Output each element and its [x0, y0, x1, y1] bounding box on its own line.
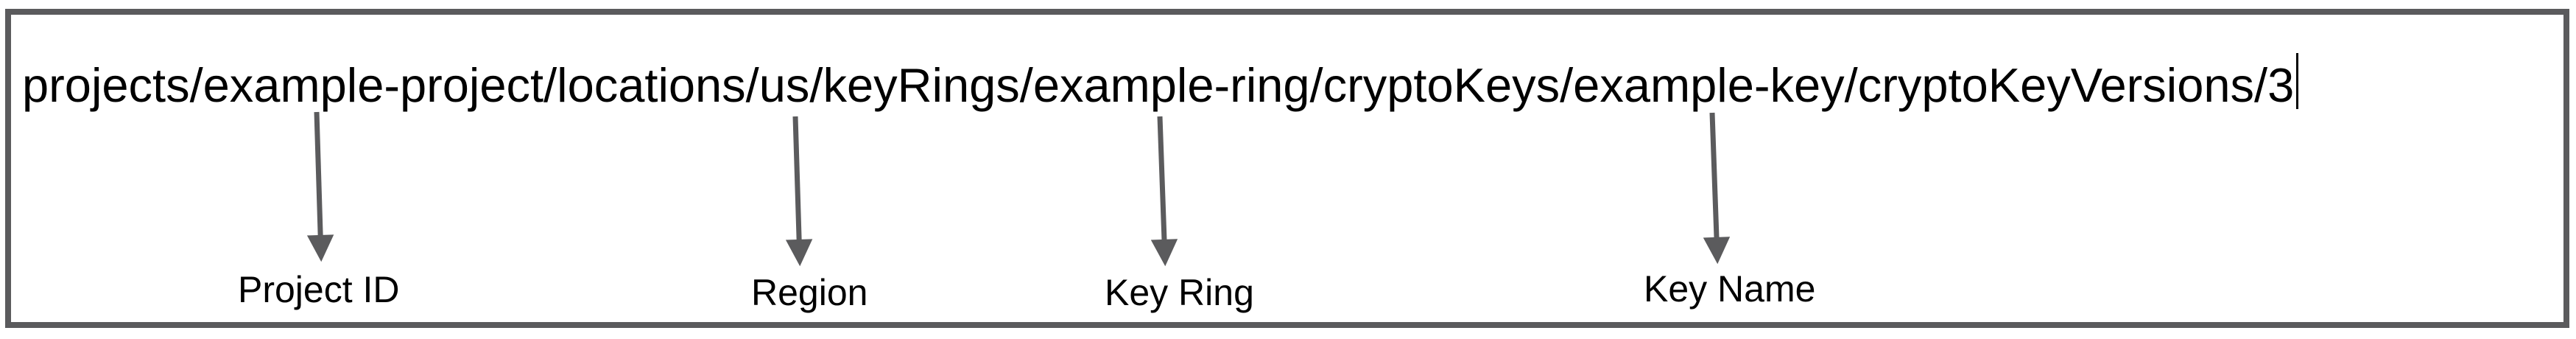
annotation-label-key-name: Key Name: [1644, 268, 1816, 310]
resource-path-input[interactable]: projects/example-project/locations/us/ke…: [22, 53, 2299, 112]
text-caret-icon: [2296, 53, 2299, 109]
annotation-label-region: Region: [751, 272, 868, 313]
diagram-border-box: [5, 9, 2569, 328]
annotation-label-key-ring: Key Ring: [1105, 272, 1254, 313]
annotation-label-project-id: Project ID: [238, 269, 400, 310]
resource-path-text: projects/example-project/locations/us/ke…: [22, 58, 2295, 112]
